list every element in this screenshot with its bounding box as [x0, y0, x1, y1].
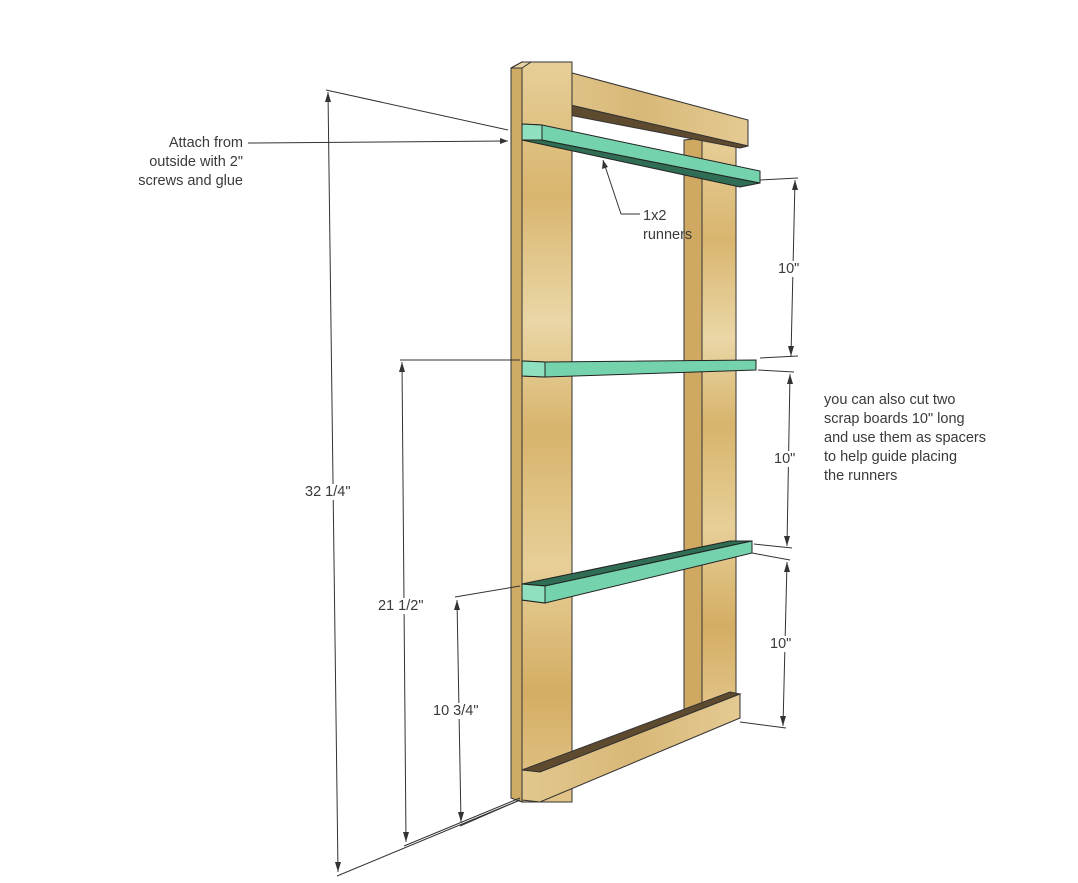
runner-middle-end: [521, 360, 546, 378]
runners-callout: 1x2 runners: [643, 207, 692, 245]
leader-lines: [247, 140, 640, 215]
attach-callout-line-3: screws and glue: [138, 173, 243, 189]
left-leg-front: [521, 61, 573, 803]
spacers-callout: you can also cut two scrap boards 10" lo…: [824, 391, 986, 486]
runner-top-end: [521, 123, 543, 141]
dimension-arrowheads: [325, 92, 798, 872]
spacing-bottom-label: 10": [768, 636, 794, 652]
spacers-callout-line-1: you can also cut two: [824, 392, 956, 408]
spacers-callout-line-5: the runners: [824, 468, 898, 484]
attach-callout: Attach from outside with 2" screws and g…: [138, 134, 243, 191]
runners-callout-line-2: runners: [643, 227, 693, 243]
right-leg-front: [701, 135, 737, 713]
spacers-callout-line-2: scrap boards 10" long: [824, 411, 965, 427]
bottom-rail-front: [521, 693, 741, 803]
middle-runner-height-label: 21 1/2": [376, 598, 426, 614]
spacing-middle-label: 10": [772, 451, 798, 467]
dimension-lines: [325, 89, 799, 877]
attach-arrowhead: [500, 138, 508, 144]
spacers-callout-line-3: and use them as spacers: [824, 430, 987, 446]
runners-arrowhead: [602, 160, 608, 169]
left-leg-side: [510, 61, 523, 803]
bottom-runner-height-label: 10 3/4": [431, 703, 481, 719]
left-leg-top: [510, 61, 533, 69]
attach-callout-line-1: Attach from: [168, 135, 243, 151]
attach-callout-line-2: outside with 2": [149, 154, 243, 170]
runners-callout-line-1: 1x2: [643, 208, 667, 224]
spacers-callout-line-4: to help guide placing: [824, 449, 958, 465]
overall-height-label: 32 1/4": [303, 484, 353, 500]
spacing-top-label: 10": [776, 261, 802, 277]
runner-bottom-end: [521, 583, 546, 604]
